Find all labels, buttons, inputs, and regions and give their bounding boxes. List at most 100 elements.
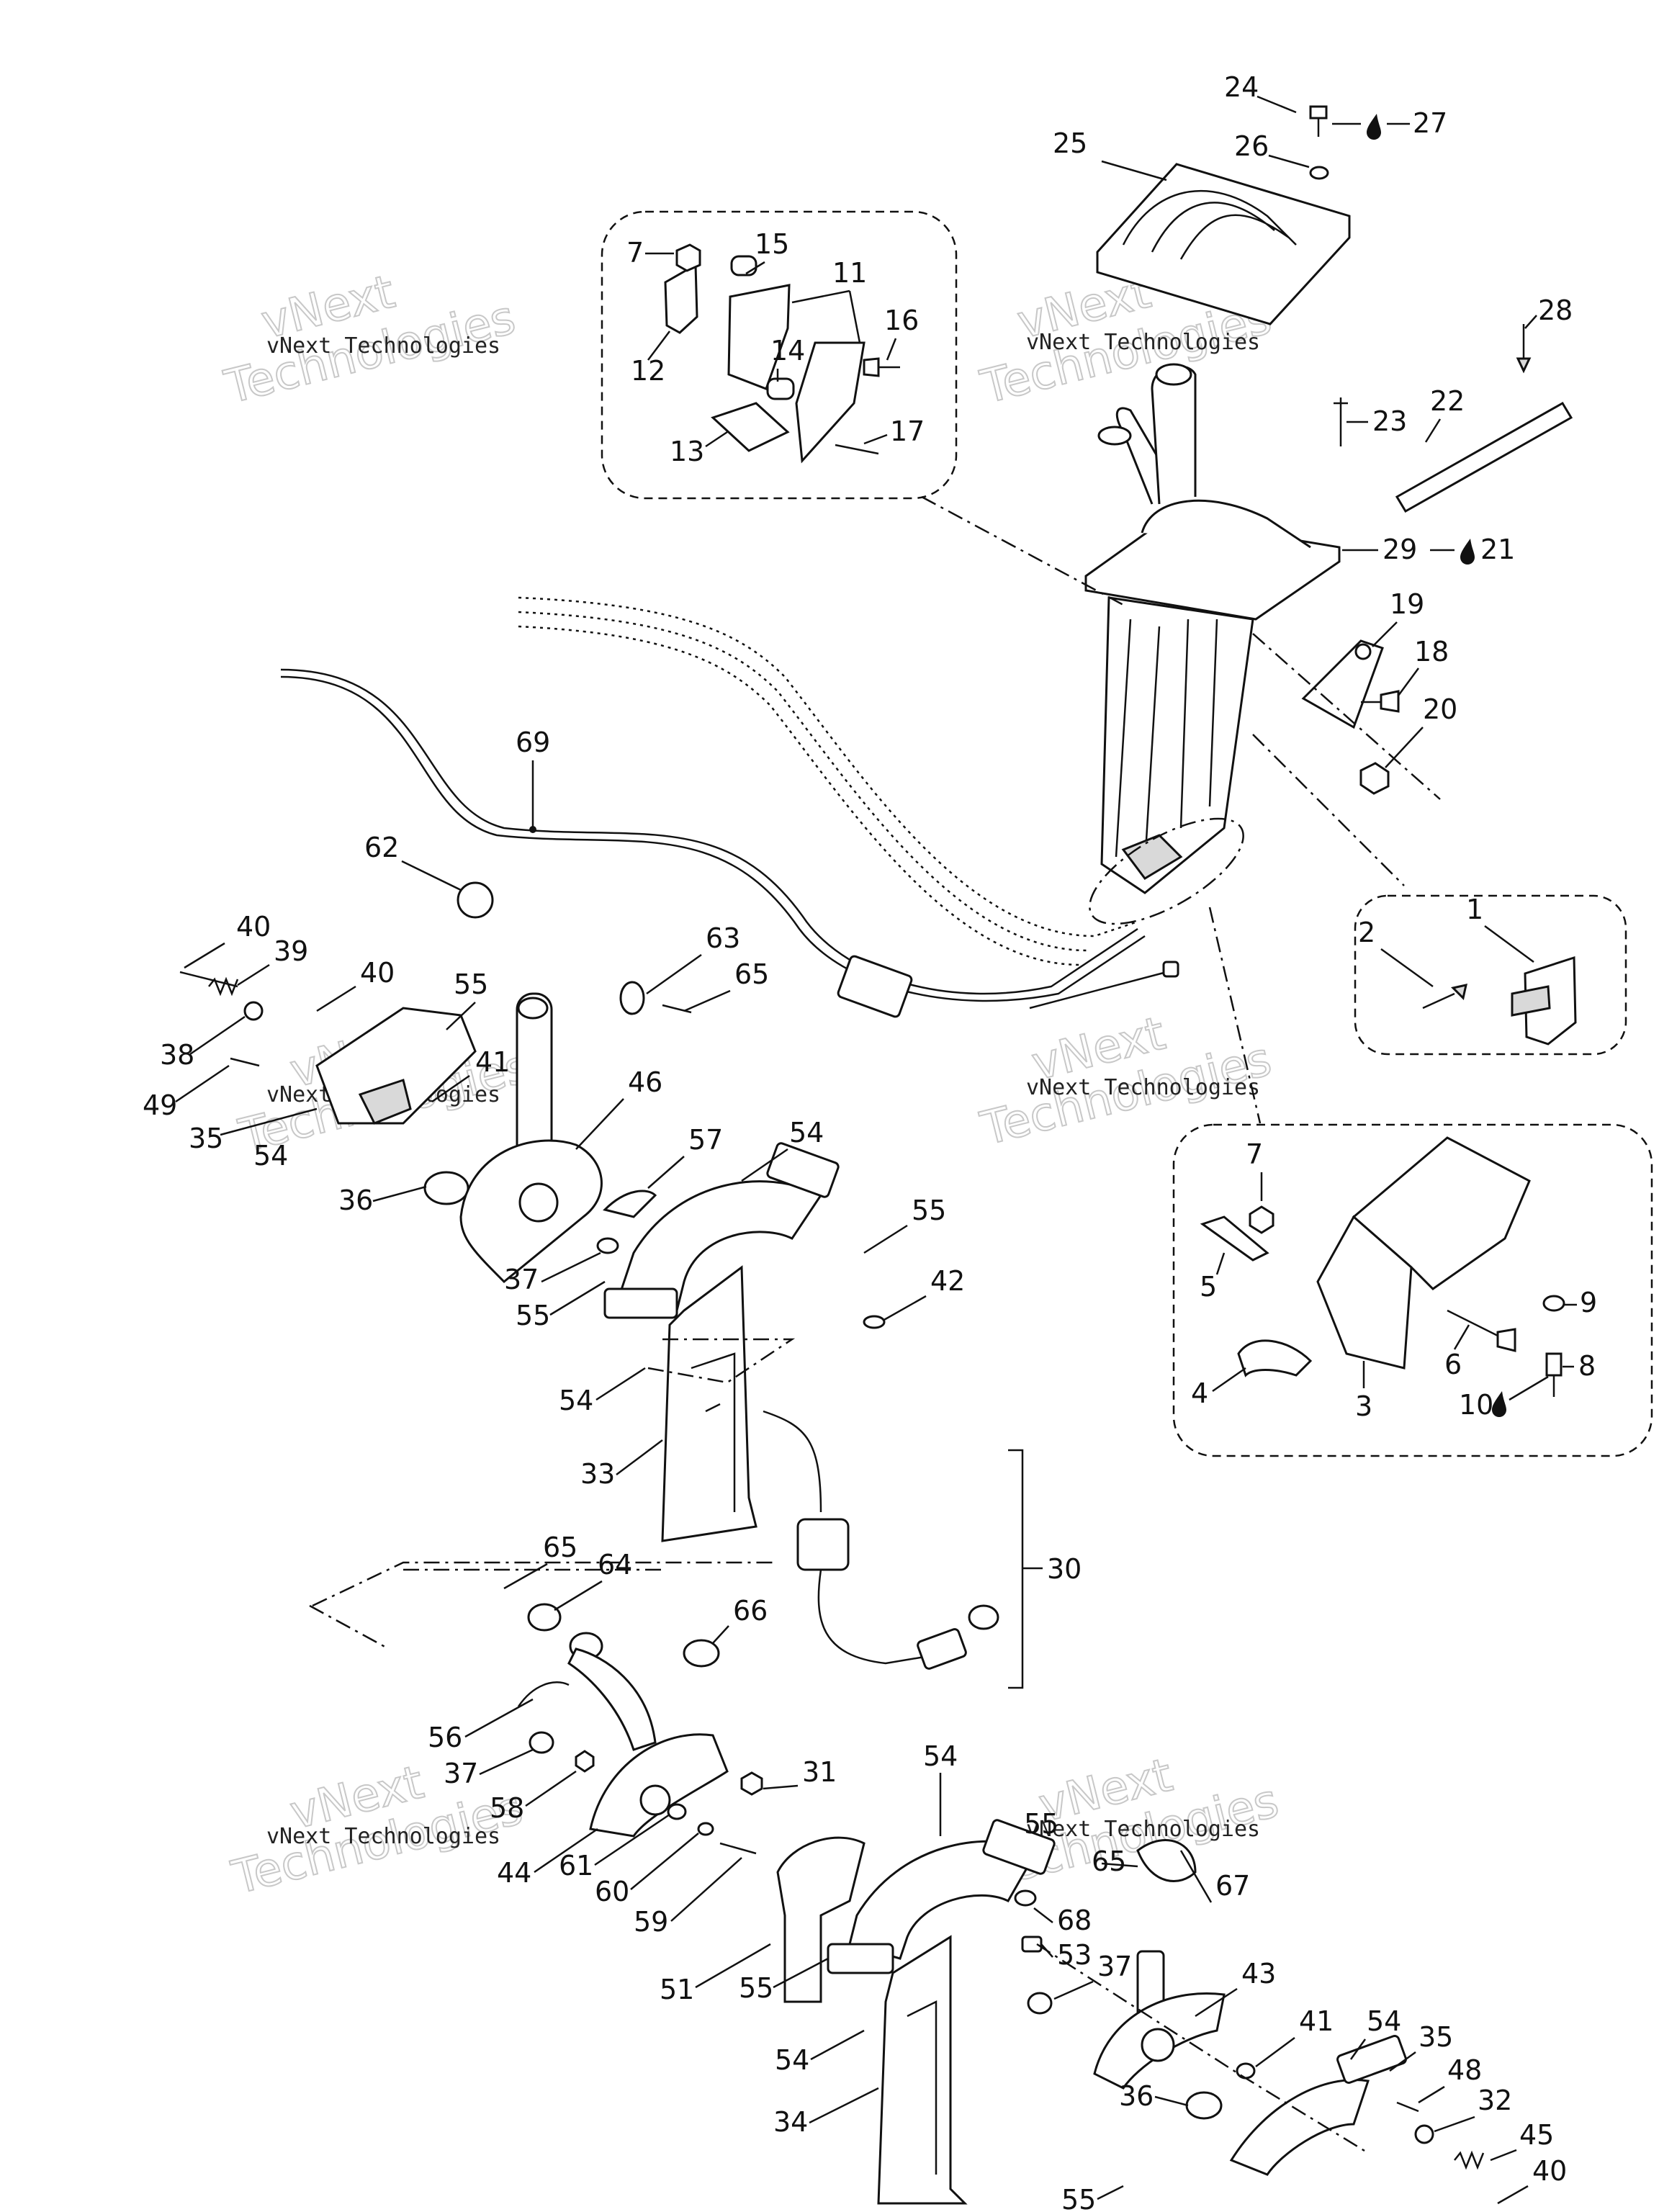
strap-part-22: [1395, 401, 1573, 513]
callout-36-top: 36: [338, 1184, 373, 1216]
callout-56: 56: [428, 1722, 462, 1753]
callout-6: 6: [1444, 1349, 1462, 1380]
callout-14: 14: [770, 335, 805, 367]
callout-38: 38: [160, 1039, 194, 1071]
callout-67: 67: [1215, 1870, 1250, 1902]
callout-64: 64: [598, 1549, 632, 1581]
watermark-mid-right: vNext Technologies vNext Technologies: [975, 1006, 1277, 1156]
callout-61: 61: [559, 1850, 593, 1881]
callout-42: 42: [930, 1265, 965, 1297]
screw-part-28: [1516, 324, 1532, 374]
callout-9: 9: [1580, 1287, 1597, 1318]
callout-41-low: 41: [1299, 2005, 1334, 2037]
callout-55-b: 55: [912, 1195, 946, 1226]
watermark-top-left: vNext Technologies vNext Technologies: [219, 264, 521, 415]
assembly-line: [309, 1561, 778, 1650]
callout-40-top: 40: [236, 911, 271, 943]
upper-pedestal-part-33: [603, 1142, 840, 1542]
callout-65-mid: 65: [543, 1532, 577, 1563]
callout-ellipse: [1089, 817, 1244, 925]
callout-46: 46: [628, 1066, 662, 1098]
callout-49: 49: [143, 1089, 177, 1121]
callout-37-low: 37: [1097, 1951, 1132, 1982]
callout-5: 5: [1200, 1271, 1217, 1303]
lower-left-lever-assembly: [517, 1603, 763, 1855]
callout-54-a: 54: [253, 1140, 288, 1172]
callout-44: 44: [497, 1857, 531, 1889]
detail-box-mount: [1172, 1123, 1653, 1457]
svg-text:vNext Technologies: vNext Technologies: [1026, 1817, 1260, 1842]
callout-34: 34: [773, 2106, 808, 2138]
callout-43: 43: [1241, 1958, 1276, 1990]
callout-54-d: 54: [923, 1740, 958, 1772]
callout-62: 62: [364, 832, 399, 863]
callout-32: 32: [1478, 2085, 1512, 2116]
top-plate-part-25: [1096, 163, 1351, 325]
bolt-part-24: [1309, 105, 1328, 137]
callout-40-mid: 40: [360, 957, 395, 989]
callout-63: 63: [706, 922, 740, 954]
callout-23: 23: [1372, 405, 1407, 437]
bracket-detail-parts: [664, 243, 900, 464]
svg-text:vNext Technologies: vNext Technologies: [266, 333, 500, 359]
callout-35-low: 35: [1419, 2021, 1453, 2053]
callout-69: 69: [516, 727, 550, 758]
svg-text:vNext Technologies: vNext Technologies: [1026, 330, 1260, 355]
callout-29: 29: [1382, 534, 1417, 565]
upper-left-lever-assembly: [179, 881, 886, 1329]
callout-55-f: 55: [1061, 2184, 1096, 2212]
callout-25: 25: [1053, 127, 1087, 159]
detail-box-clip: [1354, 894, 1627, 1056]
oil-drop-icon: [1460, 539, 1475, 565]
callout-19: 19: [1390, 588, 1424, 620]
watermark-low-left: vNext Technologies vNext Technologies: [226, 1755, 529, 1905]
callout-39: 39: [274, 935, 308, 967]
callout-8: 8: [1578, 1350, 1596, 1382]
control-body-part-29: [1084, 363, 1341, 894]
callout-24: 24: [1224, 71, 1259, 103]
callout-53: 53: [1057, 1939, 1092, 1971]
callout-31: 31: [802, 1756, 837, 1788]
callout-4: 4: [1191, 1377, 1208, 1409]
wire-harness: [518, 596, 1138, 966]
bolt-part-18: [1361, 690, 1400, 713]
callout-11: 11: [832, 257, 867, 289]
callout-33: 33: [580, 1458, 615, 1490]
callout-21: 21: [1480, 534, 1515, 565]
callout-54-c: 54: [559, 1385, 593, 1416]
callout-68: 68: [1057, 1905, 1092, 1936]
callout-59: 59: [634, 1906, 668, 1938]
callout-55-c: 55: [516, 1300, 550, 1331]
callout-65-low: 65: [1092, 1845, 1126, 1877]
callout-51: 51: [660, 1974, 694, 2005]
callout-7-top: 7: [626, 237, 644, 269]
callout-10: 10: [1459, 1389, 1493, 1421]
detail-box-bracket: [601, 210, 958, 500]
callout-26: 26: [1234, 130, 1269, 162]
callout-66: 66: [733, 1595, 768, 1627]
callout-37-top: 37: [504, 1264, 539, 1295]
callout-37-mid: 37: [444, 1758, 478, 1789]
assembly-line: [921, 495, 1441, 1124]
callout-2: 2: [1358, 917, 1375, 948]
callout-1: 1: [1466, 894, 1483, 925]
callout-48: 48: [1447, 2054, 1482, 2086]
callout-36-low: 36: [1119, 2080, 1154, 2112]
svg-text:vNext Technologies: vNext Technologies: [266, 1824, 500, 1849]
plate-part-19: [1301, 639, 1384, 729]
callout-22: 22: [1430, 385, 1465, 417]
lower-pedestal-part-34: [776, 1819, 1197, 2205]
clip-detail-parts: [1422, 956, 1577, 1046]
callout-12: 12: [631, 355, 665, 387]
callout-28: 28: [1538, 295, 1573, 326]
callout-65-top: 65: [734, 958, 769, 990]
wire-harness-part-30: [763, 1410, 1043, 1689]
callout-15: 15: [755, 228, 789, 260]
callout-3: 3: [1355, 1390, 1372, 1422]
callout-16: 16: [884, 305, 919, 336]
callout-54-f: 54: [775, 2044, 809, 2076]
mount-detail-parts: [1200, 1136, 1565, 1397]
callout-54-e: 54: [1367, 2005, 1401, 2037]
screw-part-23: [1334, 397, 1348, 446]
callout-13: 13: [670, 436, 704, 467]
